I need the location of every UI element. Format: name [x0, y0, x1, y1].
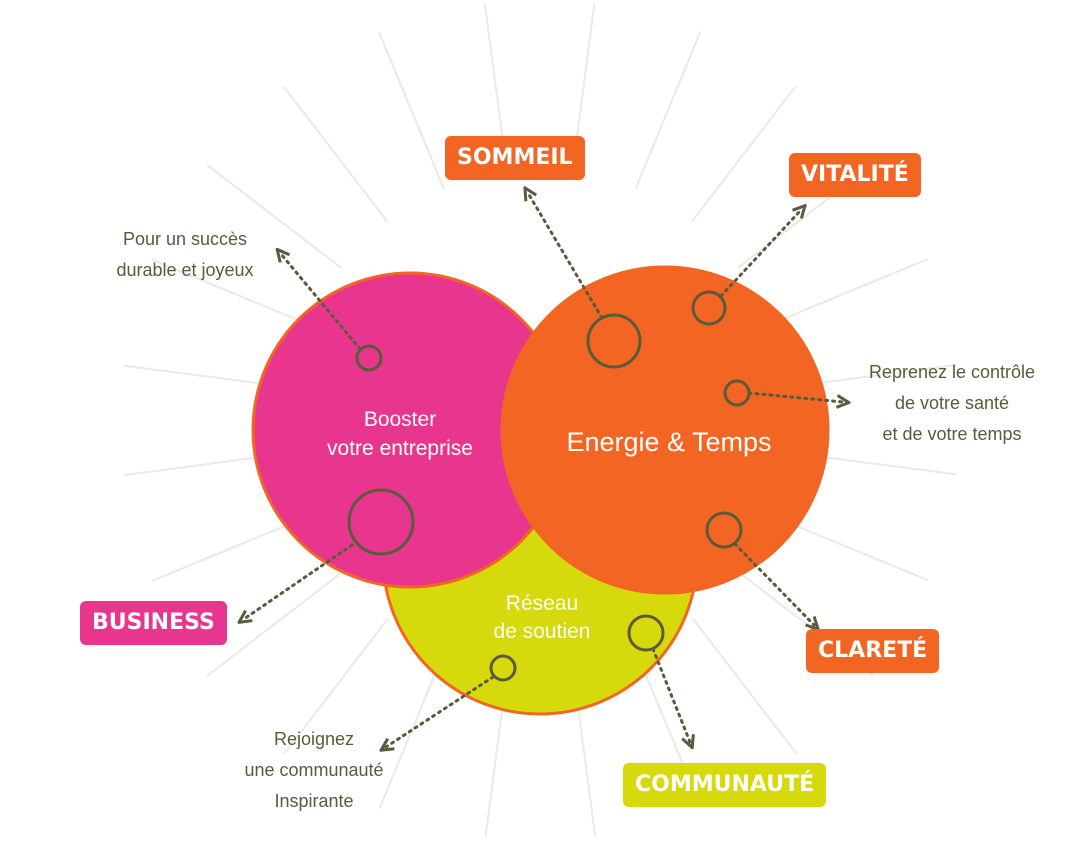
- background-ray: [151, 258, 310, 326]
- network-circle-label: Réseau de soutien: [462, 590, 622, 646]
- background-ray: [151, 514, 310, 583]
- connector-rejoignez: [386, 675, 495, 747]
- node-ring-vitalite: [691, 290, 727, 326]
- tag-business: BUSINESS: [80, 601, 227, 645]
- node-ring-communaute: [627, 614, 665, 652]
- note-rejoignez-line3: Inspirante: [274, 791, 354, 811]
- tag-clarete: CLARETÉ: [806, 629, 940, 673]
- note-controle-line3: et de votre temps: [882, 424, 1022, 444]
- connector-controle: [747, 391, 843, 402]
- background-ray: [205, 163, 343, 269]
- background-ray: [283, 617, 389, 755]
- background-ray: [283, 86, 389, 223]
- background-ray: [206, 571, 343, 677]
- network-circle-line1: Réseau: [505, 592, 579, 615]
- tag-vitalite: VITALITÉ: [789, 153, 921, 197]
- business-circle-line1: Booster: [363, 408, 437, 431]
- connector-vitalite: [719, 210, 801, 298]
- tag-sommeil: SOMMEIL: [445, 136, 585, 180]
- note-succes-line1: Pour un succès: [122, 229, 248, 249]
- background-ray: [634, 31, 702, 190]
- connector-clarete: [733, 542, 814, 625]
- note-rejoignez-line1: Rejoignez: [273, 729, 355, 749]
- network-circle-line2: de soutien: [493, 620, 591, 643]
- connector-communaute: [651, 647, 690, 742]
- background-ray: [377, 31, 446, 190]
- energy-circle: [500, 265, 830, 595]
- note-succes: Pour un succès durable et joyeux: [95, 224, 275, 286]
- energy-circle-label: Energie & Temps: [530, 424, 808, 460]
- node-ring-succes: [355, 344, 383, 372]
- note-succes-line2: durable et joyeux: [116, 260, 254, 280]
- node-ring-clarete: [705, 511, 743, 549]
- tag-communaute: COMMUNAUTÉ: [623, 763, 827, 807]
- energy-circle-text: Energie & Temps: [566, 427, 772, 457]
- connectors: [244, 193, 843, 747]
- node-ring-business: [347, 488, 415, 556]
- note-controle-line1: Reprenez le contrôle: [868, 362, 1036, 382]
- business-circle-line2: votre entreprise: [327, 437, 473, 460]
- connector-business: [244, 543, 354, 619]
- node-ring-sommeil: [586, 313, 642, 369]
- background-ray: [691, 85, 797, 223]
- business-circle-label: Booster votre entreprise: [290, 405, 510, 463]
- background-ray: [691, 617, 797, 754]
- node-ring-rejoignez: [489, 654, 517, 682]
- note-rejoignez-line2: une communauté: [244, 760, 384, 780]
- note-controle-line2: de votre santé: [894, 393, 1010, 413]
- connector-succes: [281, 254, 362, 351]
- background-ray: [770, 257, 929, 326]
- note-rejoignez: Rejoignez une communauté Inspirante: [229, 724, 399, 817]
- note-controle: Reprenez le contrôle de votre santé et d…: [842, 357, 1062, 450]
- connector-sommeil: [528, 193, 604, 320]
